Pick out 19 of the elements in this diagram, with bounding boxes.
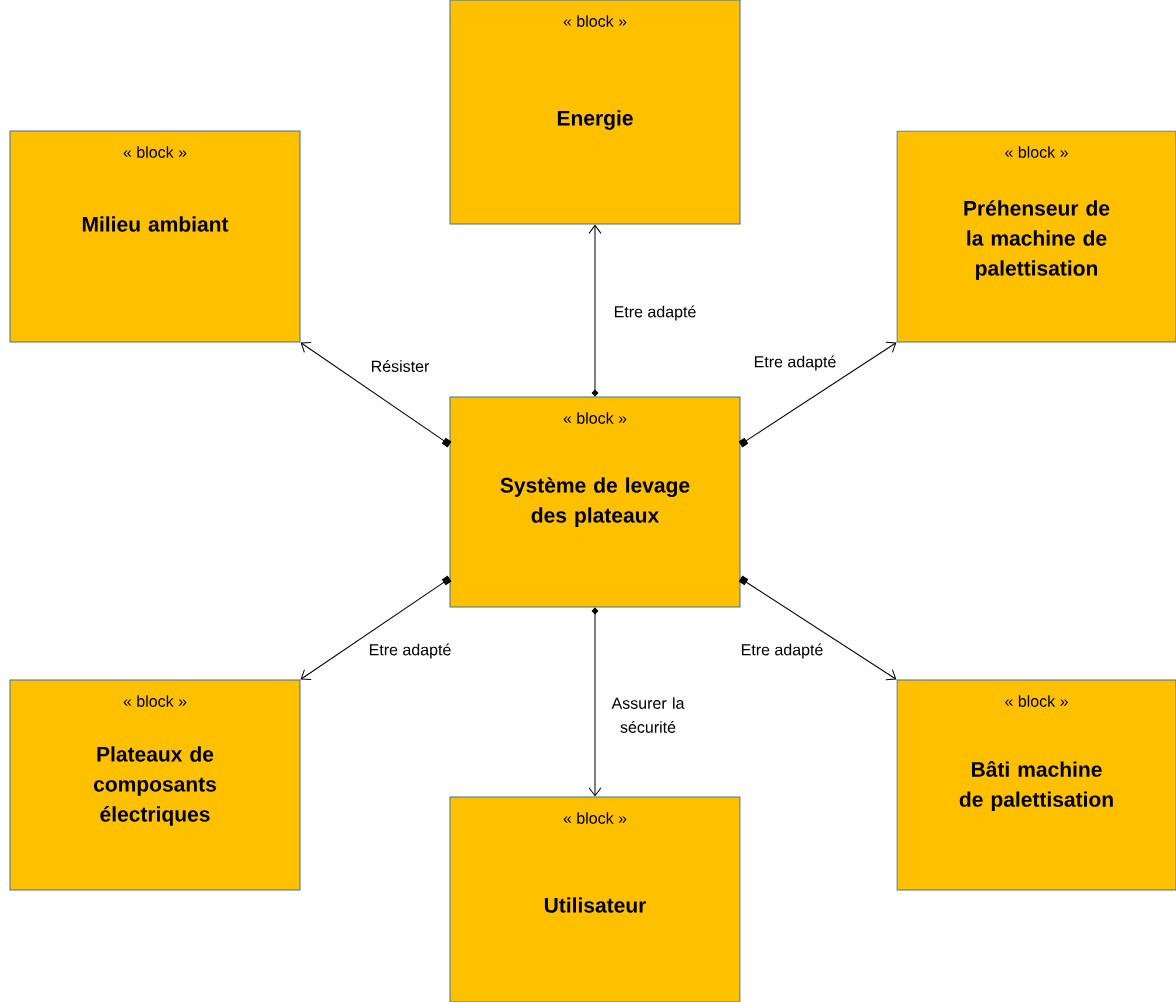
edge-label: Assurer la sécurité bbox=[607, 696, 689, 734]
block-box: « block » Utilisateur bbox=[449, 796, 741, 1002]
arrow bbox=[300, 342, 452, 448]
block-box: « block » Plateaux de composants électriques bbox=[9, 679, 301, 891]
edge-label: Etre adapté bbox=[612, 304, 698, 322]
arrow bbox=[738, 341, 897, 448]
arrow bbox=[738, 575, 897, 681]
block-box: « block » Préhenseur de la machine de palettisation bbox=[896, 130, 1176, 343]
block-box: « block » Milieu ambiant bbox=[9, 130, 301, 343]
block-box: « block » Système de levage des plateaux bbox=[449, 396, 741, 608]
edge-label: Etre adapté bbox=[367, 642, 453, 660]
block-box: « block » Bâti machine de palettisation bbox=[896, 679, 1176, 891]
arrow bbox=[300, 575, 452, 680]
arrow bbox=[588, 607, 602, 797]
edge-label: Etre adapté bbox=[752, 354, 838, 372]
block-box: « block » Energie bbox=[449, 0, 741, 225]
edge-label: Etre adapté bbox=[739, 642, 825, 660]
edge-label: Résister bbox=[369, 359, 431, 373]
arrow bbox=[588, 224, 602, 397]
